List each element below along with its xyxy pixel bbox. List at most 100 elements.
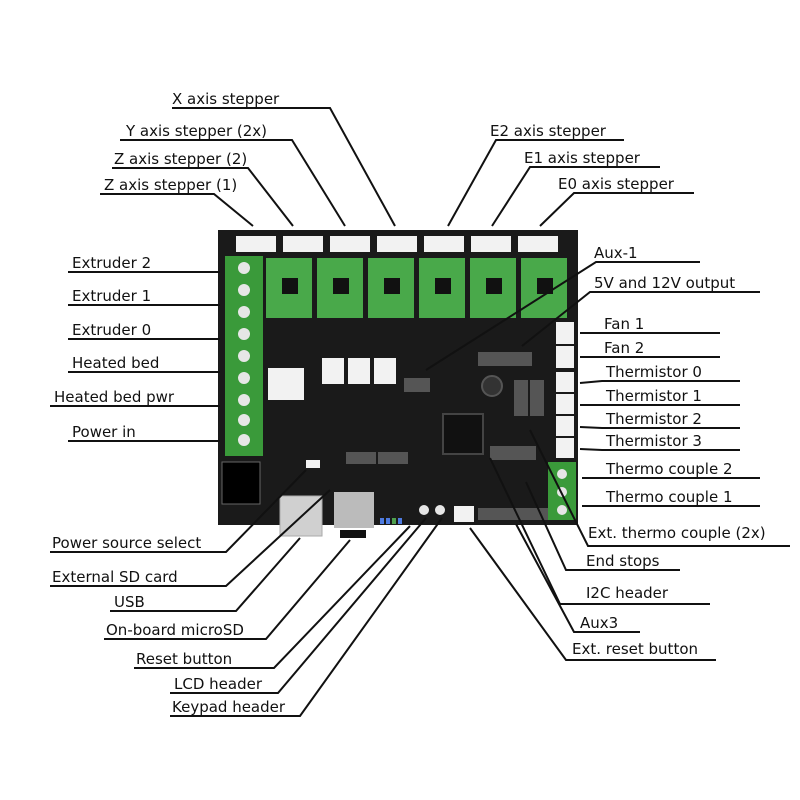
leader-line-power-source-select xyxy=(50,469,307,553)
leader-line-onboard-microsd xyxy=(104,539,351,640)
label-fan-1: Fan 1 xyxy=(604,315,644,333)
screw-terminal xyxy=(238,394,250,406)
label-thermo-couple-2: Thermo couple 2 xyxy=(605,460,733,478)
leader-line-lcd-header xyxy=(170,517,427,694)
label-z-axis-stepper-1: Z axis stepper (1) xyxy=(104,176,237,194)
mosfet xyxy=(348,358,370,384)
leader-line-e2 xyxy=(447,139,624,227)
label-usb: USB xyxy=(114,593,145,611)
led xyxy=(398,518,402,524)
screw-terminal xyxy=(238,262,250,274)
led xyxy=(386,518,390,524)
label-thermo-couple-1: Thermo couple 1 xyxy=(605,488,733,506)
reset-button-cap xyxy=(435,505,445,515)
leader-line-keypad-header xyxy=(170,517,443,717)
driver-chip xyxy=(282,278,298,294)
stepper-connector-y xyxy=(330,236,370,252)
mosfet xyxy=(322,358,344,384)
label-power-source-select: Power source select xyxy=(52,534,201,552)
ext-reset-connector xyxy=(454,506,474,522)
thermistor-1-connector xyxy=(556,394,574,414)
microcontroller-chip xyxy=(442,413,484,455)
sd-card-slot xyxy=(221,461,261,505)
stepper-connector-e1 xyxy=(471,236,511,252)
leader-line-e0 xyxy=(539,192,694,227)
led xyxy=(380,518,384,524)
leader-line-aux3 xyxy=(515,523,640,633)
label-heated-bed: Heated bed xyxy=(72,354,159,372)
leader-line-ext-thermo-couple xyxy=(529,429,790,547)
power-select-jumper xyxy=(306,460,320,468)
leader-line-aux-1 xyxy=(425,261,700,371)
leader-line-z1 xyxy=(100,193,254,227)
leader-line-usb xyxy=(110,537,301,612)
label-onboard-microsd: On-board microSD xyxy=(106,621,244,639)
screw-terminal xyxy=(557,505,567,515)
led xyxy=(392,518,396,524)
driver-chip xyxy=(333,278,349,294)
leader-line-thermistor-0 xyxy=(579,380,740,384)
controller-board xyxy=(218,230,578,538)
driver-chip xyxy=(435,278,451,294)
driver-chip xyxy=(384,278,400,294)
fan-1-connector xyxy=(556,322,574,344)
external-sd-slot xyxy=(334,492,374,528)
leader-line-5v-12v xyxy=(521,291,760,347)
end-stop-header xyxy=(514,380,528,416)
end-stop-header xyxy=(530,380,544,416)
label-power-in: Power in xyxy=(72,423,136,441)
leader-line-e1 xyxy=(491,166,660,227)
label-y-axis-stepper: Y axis stepper (2x) xyxy=(125,122,267,140)
label-z-axis-stepper-2: Z axis stepper (2) xyxy=(114,150,247,168)
label-aux3: Aux3 xyxy=(580,614,618,632)
leader-line-thermistor-2 xyxy=(579,426,740,429)
screw-terminal xyxy=(238,372,250,384)
stepper-connector-z1 xyxy=(236,236,276,252)
keypad-header-pins xyxy=(378,452,408,464)
screw-terminal xyxy=(238,328,250,340)
screw-terminal xyxy=(238,414,250,426)
label-fan-2: Fan 2 xyxy=(604,339,644,357)
label-lcd-header: LCD header xyxy=(174,675,263,693)
label-keypad-header: Keypad header xyxy=(172,698,286,716)
leader-line-z2 xyxy=(112,167,294,227)
microsd-slot xyxy=(340,530,366,538)
right-connectors xyxy=(548,322,576,520)
label-extruder-1: Extruder 1 xyxy=(72,287,151,305)
label-e0-axis-stepper: E0 axis stepper xyxy=(558,175,675,193)
label-ext-reset-button: Ext. reset button xyxy=(572,640,698,658)
screw-terminal xyxy=(238,350,250,362)
label-x-axis-stepper: X axis stepper xyxy=(172,90,280,108)
leader-lines xyxy=(50,107,790,717)
leader-line-end-stops xyxy=(525,481,680,571)
driver-chip xyxy=(486,278,502,294)
label-extruder-0: Extruder 0 xyxy=(72,321,151,339)
power-terminals xyxy=(225,256,263,456)
label-e2-axis-stepper: E2 axis stepper xyxy=(490,122,607,140)
labels: X axis stepper Y axis stepper (2x) Z axi… xyxy=(52,90,766,716)
i2c-header-pins xyxy=(490,446,536,460)
aux-1-header xyxy=(404,378,430,392)
stepper-connector-e0 xyxy=(518,236,558,252)
leader-line-thermistor-3 xyxy=(579,448,740,451)
label-thermistor-2: Thermistor 2 xyxy=(605,410,702,428)
screw-terminal xyxy=(238,434,250,446)
leader-line-x xyxy=(172,107,396,227)
stepper-connectors xyxy=(236,236,558,252)
label-heated-bed-pwr: Heated bed pwr xyxy=(54,388,175,406)
fan-2-connector xyxy=(556,346,574,368)
lcd-header-pins xyxy=(346,452,376,464)
label-thermistor-1: Thermistor 1 xyxy=(605,387,702,405)
label-thermistor-3: Thermistor 3 xyxy=(605,432,702,450)
reset-button-cap xyxy=(419,505,429,515)
leader-line-reset-button xyxy=(134,525,411,669)
screw-terminal xyxy=(238,306,250,318)
stepper-drivers xyxy=(266,258,567,318)
stepper-connector-x xyxy=(377,236,417,252)
leader-line-ext-reset-button xyxy=(469,527,716,661)
stepper-connector-e2 xyxy=(424,236,464,252)
leader-line-y xyxy=(120,139,346,227)
label-i2c-header: I2C header xyxy=(586,584,669,602)
leader-line-external-sd-card xyxy=(50,489,331,587)
